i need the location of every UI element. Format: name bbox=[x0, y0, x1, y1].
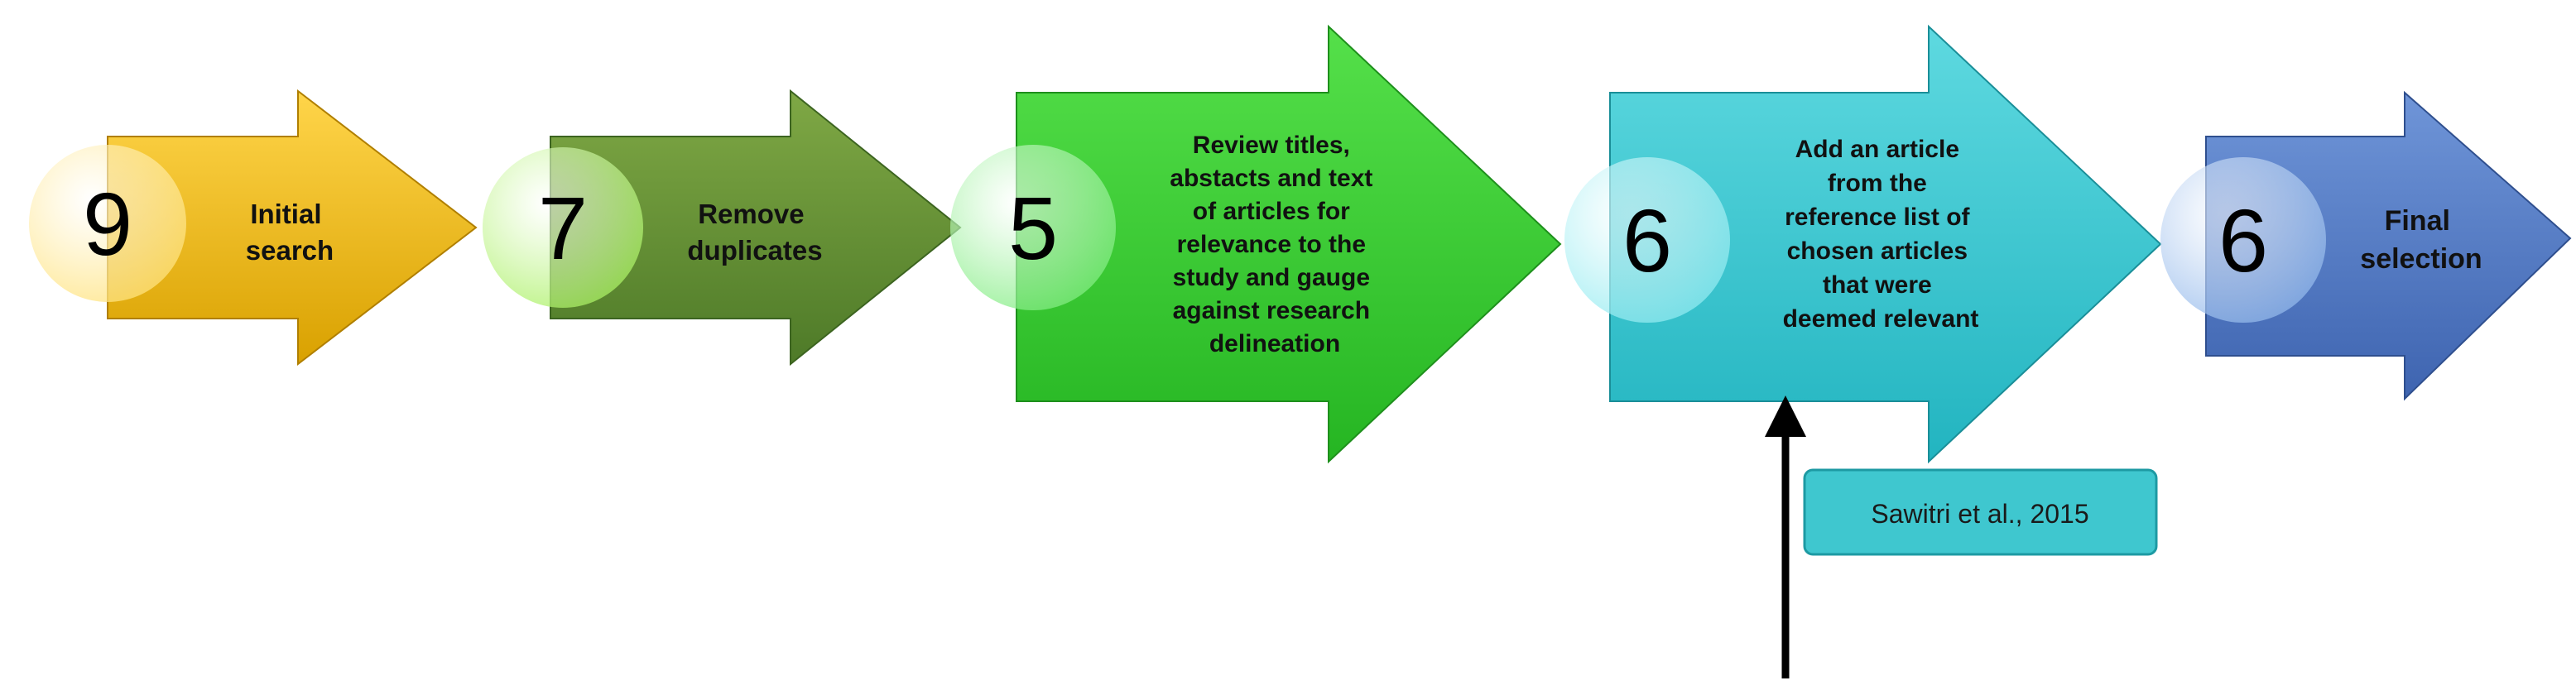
step-count: 6 bbox=[1622, 190, 1672, 290]
pointer-arrow bbox=[1765, 395, 1806, 678]
count-circle bbox=[29, 145, 186, 302]
step-label: Review titles, abstacts and text of arti… bbox=[1170, 132, 1379, 357]
step-final-selection: 6 Final selection bbox=[2160, 90, 2572, 401]
count-circle bbox=[483, 147, 643, 308]
step-arrow bbox=[550, 89, 962, 367]
step-arrow bbox=[1609, 24, 2162, 464]
source-callout: Sawitri et al., 2015 bbox=[1803, 468, 2158, 556]
step-label: Final selection bbox=[2360, 205, 2482, 275]
step-remove-duplicates: 7 Remove duplicates bbox=[483, 89, 962, 367]
step-label: Remove duplicates bbox=[687, 199, 822, 266]
pointer-arrow-head bbox=[1765, 395, 1806, 437]
count-circle bbox=[950, 145, 1116, 310]
step-add-article: 6 Add an article from the reference list… bbox=[1564, 24, 2162, 464]
count-circle bbox=[1564, 157, 1730, 323]
step-arrow bbox=[2205, 90, 2572, 401]
step-label: Initial search bbox=[246, 199, 334, 266]
step-arrow bbox=[107, 89, 478, 367]
step-count: 5 bbox=[1008, 178, 1058, 278]
step-review-articles: 5 Review titles, abstacts and text of ar… bbox=[950, 24, 1562, 464]
step-label: Add an article from the reference list o… bbox=[1783, 136, 1979, 333]
step-arrow bbox=[1016, 24, 1562, 464]
step-count: 6 bbox=[2218, 190, 2268, 290]
source-box bbox=[1803, 468, 2158, 556]
step-initial-search: 9 Initial search bbox=[29, 89, 478, 367]
count-circle bbox=[2160, 157, 2326, 323]
step-count: 7 bbox=[538, 178, 588, 278]
step-count: 9 bbox=[83, 174, 132, 274]
source-label: Sawitri et al., 2015 bbox=[1871, 499, 2088, 529]
